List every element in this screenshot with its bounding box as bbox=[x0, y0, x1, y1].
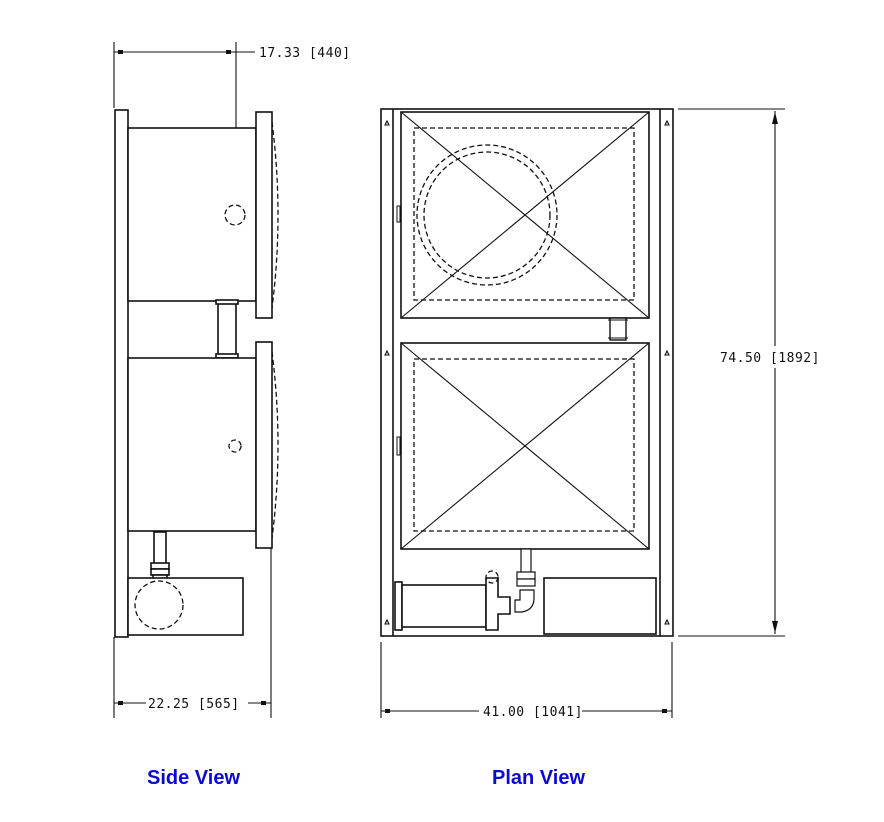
plan-height-dimension-text: 74.50 [1892] bbox=[720, 351, 820, 366]
plan-view-caption: Plan View bbox=[492, 767, 586, 789]
side-view: 17.33 [440] bbox=[113, 42, 351, 718]
plan-height-dimension: 74.50 [1892] bbox=[678, 108, 828, 637]
side-top-dimension-text: 17.33 [440] bbox=[259, 46, 351, 61]
side-view-caption: Side View bbox=[147, 767, 241, 789]
mounting-holes bbox=[384, 119, 670, 625]
plan-view: 74.50 [1892] 41.00 [1041] bbox=[380, 108, 828, 720]
plan-width-dimension-text: 41.00 [1041] bbox=[483, 705, 583, 720]
side-bottom-dimension: 22.25 [565] bbox=[114, 697, 271, 712]
side-bottom-dimension-text: 22.25 [565] bbox=[148, 697, 240, 712]
plan-width-dimension: 41.00 [1041] bbox=[380, 642, 673, 720]
